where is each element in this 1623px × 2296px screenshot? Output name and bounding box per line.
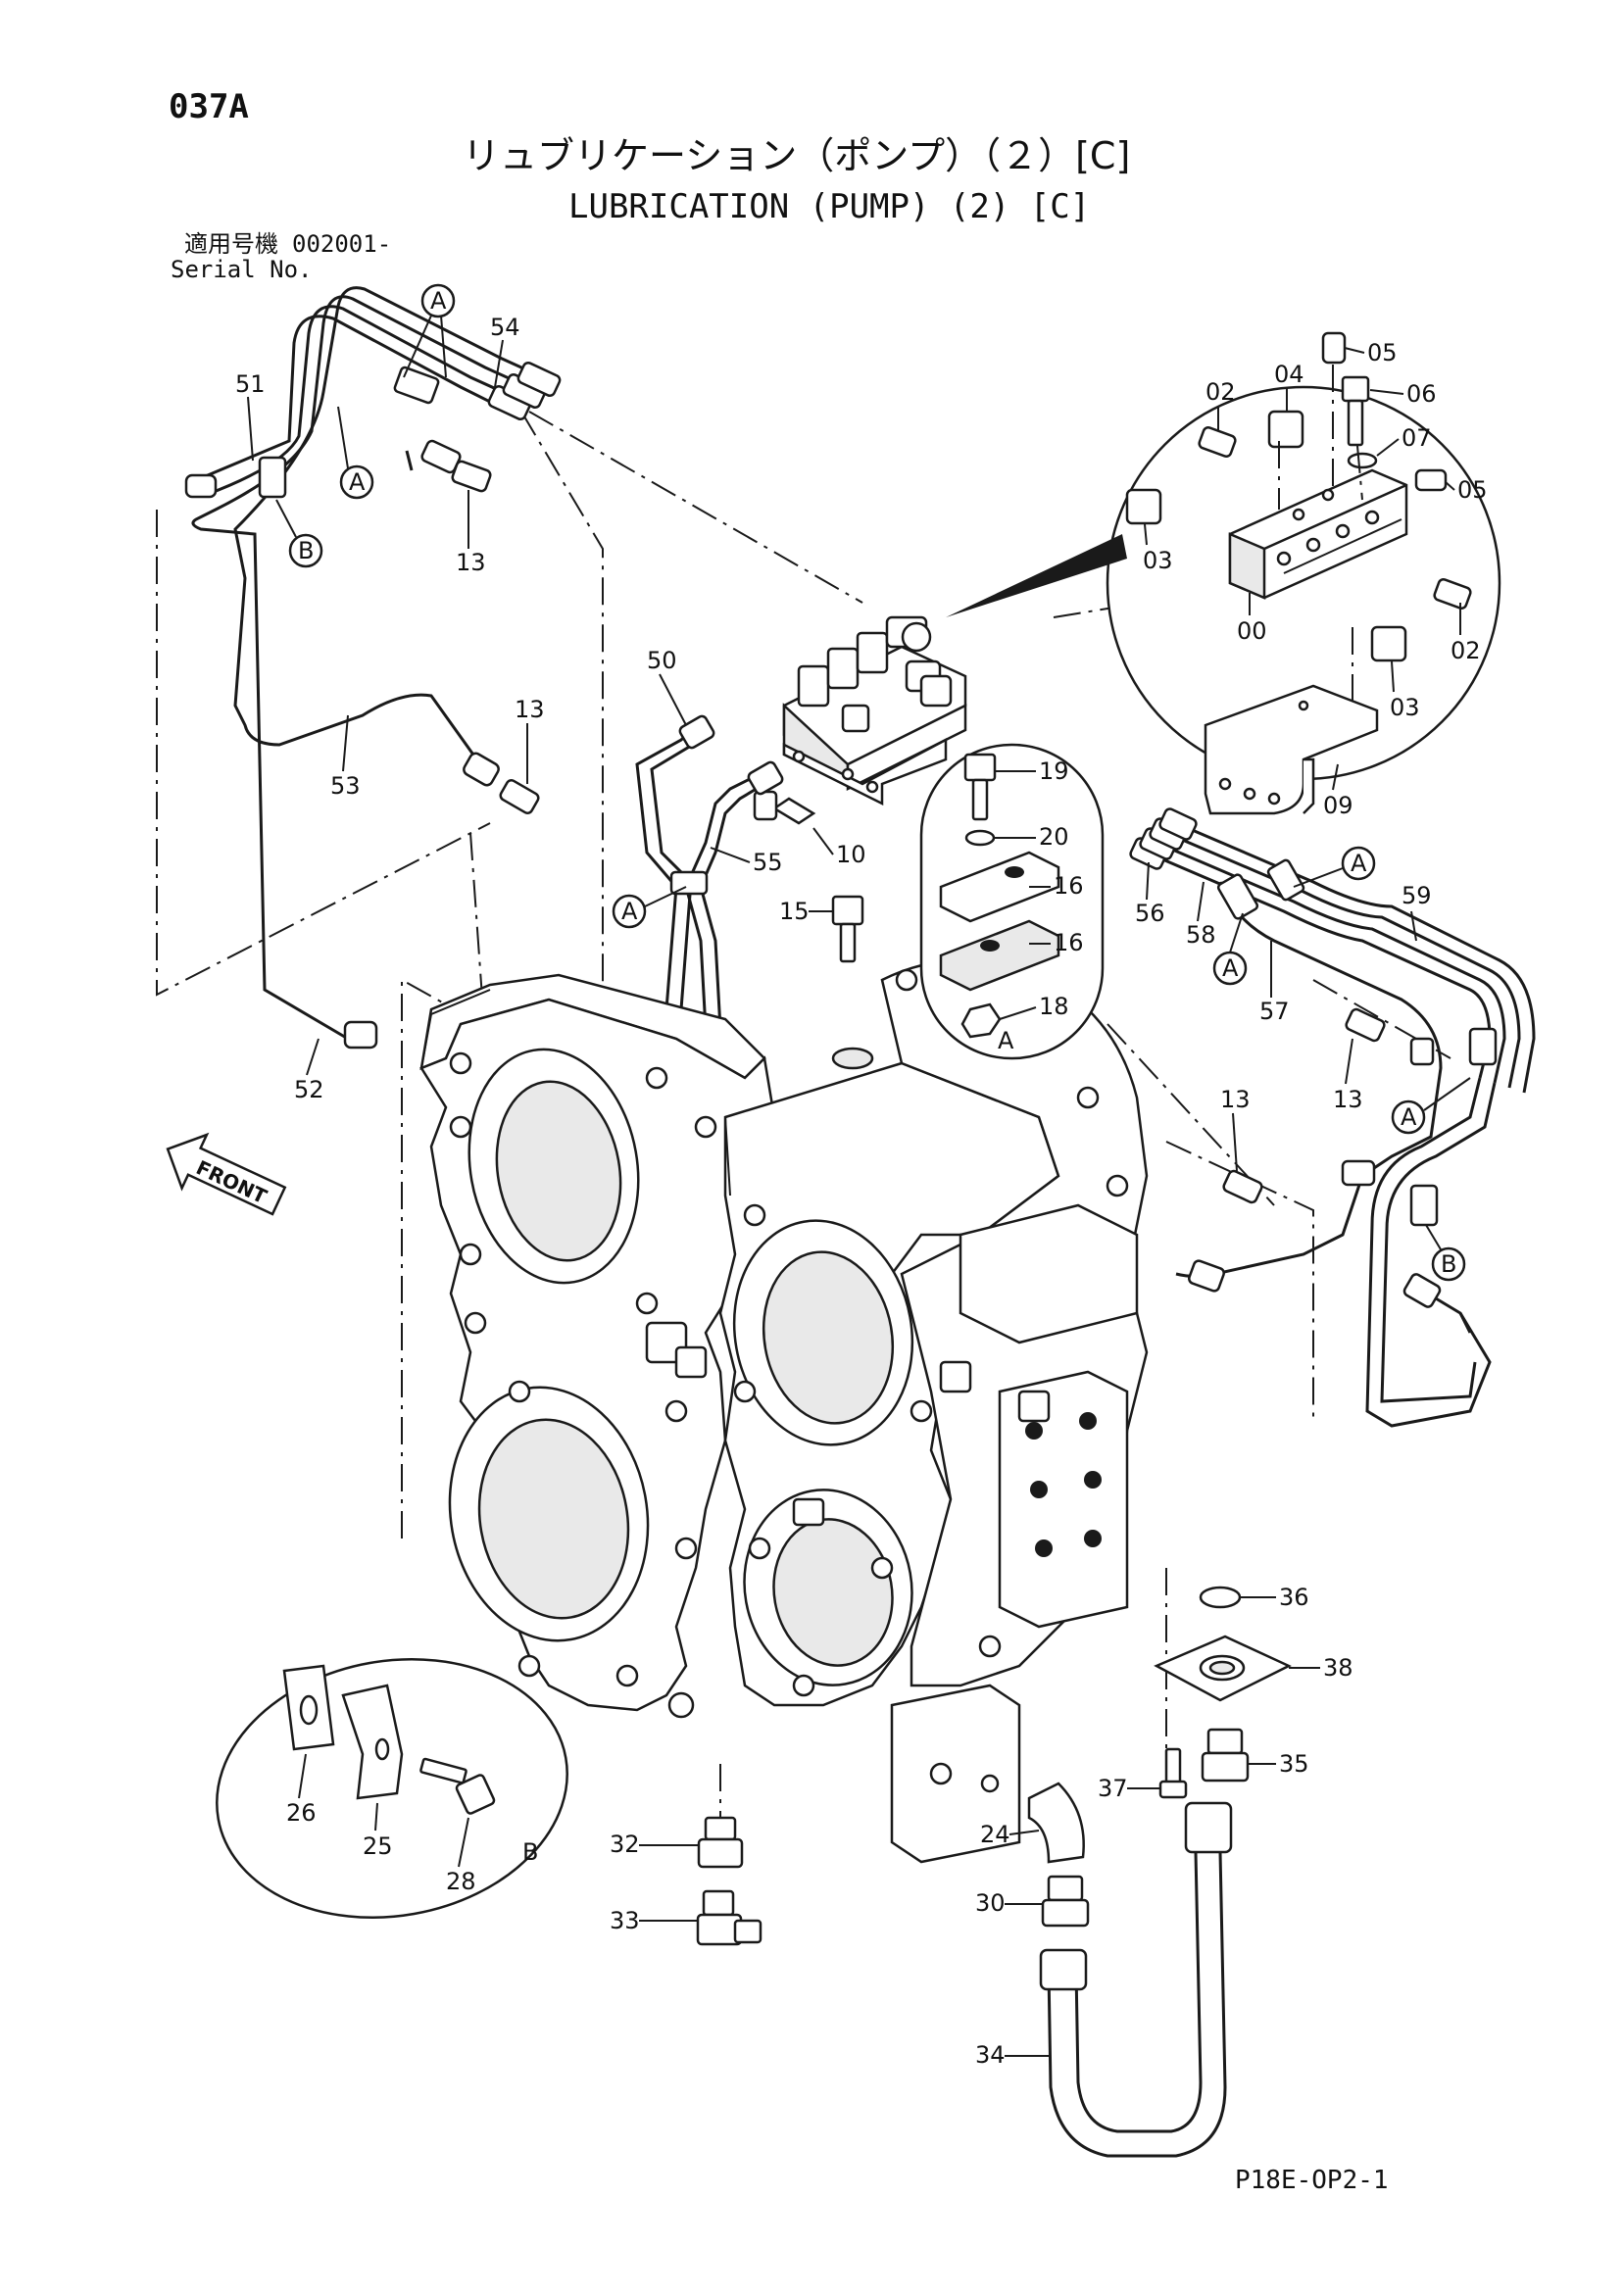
label-10: 10 (836, 841, 866, 868)
label-07: 07 (1402, 424, 1432, 452)
label-13c: 13 (1333, 1086, 1363, 1113)
label-00: 00 (1237, 617, 1267, 645)
svg-text:A: A (430, 287, 447, 315)
label-28: 28 (446, 1868, 476, 1895)
callout-b-2: B (1425, 1224, 1466, 1282)
label-57: 57 (1259, 998, 1290, 1025)
bolt-37 (1158, 1747, 1188, 1799)
label-51: 51 (235, 370, 266, 398)
svg-text:A: A (1401, 1103, 1417, 1131)
label-26: 26 (286, 1799, 317, 1827)
title-japanese: リュブリケーション（ポンプ）（２）[C] (463, 134, 1130, 177)
fitting-32 (697, 1816, 744, 1869)
part-number-labels: 54 51 13 53 13 52 50 55 10 15 19 20 16 1… (235, 314, 1488, 2069)
distributor-block-assembly (782, 615, 967, 806)
label-53: 53 (330, 772, 361, 800)
label-13a: 13 (456, 549, 486, 576)
callout-a-4: A (1293, 846, 1376, 888)
label-58: 58 (1186, 921, 1216, 949)
label-15: 15 (779, 898, 810, 925)
label-50: 50 (647, 647, 677, 674)
detail-b-title: B (522, 1838, 538, 1866)
label-24: 24 (980, 1821, 1010, 1848)
label-02b: 02 (1451, 637, 1481, 664)
fitting-13-right-lower (1222, 1169, 1263, 1204)
detail-a-title: A (998, 1027, 1014, 1054)
callout-a-6: A (1391, 1077, 1471, 1135)
label-52: 52 (294, 1076, 324, 1103)
svg-text:A: A (1222, 954, 1239, 982)
bolt-15 (831, 895, 864, 963)
tube-bundle-upper-left (184, 286, 562, 1050)
hose-34 (1039, 1801, 1233, 2158)
label-38: 38 (1323, 1654, 1353, 1682)
label-25: 25 (363, 1832, 393, 1860)
svg-text:A: A (1351, 850, 1367, 877)
label-16b: 16 (1054, 929, 1084, 956)
fitting-13-middle (499, 779, 540, 814)
svg-text:B: B (298, 537, 314, 564)
label-13b: 13 (515, 696, 545, 723)
label-03a: 03 (1143, 547, 1173, 574)
label-34: 34 (975, 2041, 1006, 2069)
label-56: 56 (1135, 900, 1165, 927)
o-ring-36 (1199, 1586, 1242, 1609)
distributor-detail-view (946, 331, 1501, 815)
callout-a-3: A (612, 886, 687, 929)
label-18: 18 (1039, 993, 1069, 1020)
label-03b: 03 (1390, 694, 1420, 721)
callout-a-5: A (1212, 912, 1248, 986)
label-32: 32 (610, 1831, 640, 1858)
label-13d: 13 (1220, 1086, 1251, 1113)
label-20: 20 (1039, 823, 1069, 851)
page-code: 037A (169, 87, 249, 126)
adapter-30 (1041, 1875, 1090, 1928)
svg-text:A: A (621, 898, 638, 925)
label-36: 36 (1279, 1584, 1309, 1611)
label-04: 04 (1274, 361, 1304, 388)
label-37: 37 (1098, 1775, 1128, 1802)
elbow-24 (1027, 1782, 1085, 1864)
label-06: 06 (1406, 380, 1437, 408)
tee-fitting-33 (696, 1889, 762, 1946)
bolt-10 (753, 790, 816, 825)
fitting-13-upper (451, 460, 492, 493)
title-english: LUBRICATION (PUMP) (2) [C] (568, 187, 1090, 226)
svg-text:A: A (349, 468, 366, 496)
clamp-detail-b (216, 1657, 568, 1920)
adapter-35 (1201, 1728, 1250, 1783)
front-direction-arrow: FRONT (166, 1132, 287, 1216)
callout-a-2: A (337, 406, 374, 500)
serial-label-en: Serial No. (171, 256, 313, 283)
serial-value: 002001- (292, 230, 391, 258)
label-16a: 16 (1054, 872, 1084, 900)
serial-label-jp: 適用号機 (184, 230, 278, 258)
callout-b-1: B (275, 499, 323, 568)
label-05a: 05 (1367, 339, 1398, 366)
label-05b: 05 (1457, 476, 1488, 504)
label-33: 33 (610, 1907, 640, 1934)
label-54: 54 (490, 314, 520, 341)
label-09: 09 (1323, 792, 1353, 819)
flange-38 (1154, 1635, 1292, 1702)
tube-bundle-right (1129, 807, 1536, 1428)
label-35: 35 (1279, 1750, 1309, 1778)
callout-a-1: A (403, 283, 456, 378)
label-30: 30 (975, 1889, 1006, 1917)
label-19: 19 (1039, 757, 1069, 785)
label-55: 55 (753, 849, 783, 876)
clamp-detail-a (919, 743, 1105, 1060)
label-59: 59 (1402, 882, 1432, 909)
svg-text:B: B (1441, 1250, 1456, 1278)
tee-fitting-case (645, 1321, 708, 1379)
drawing-code: P18E-OP2-1 (1235, 2166, 1389, 2195)
label-02a: 02 (1205, 378, 1236, 406)
fitting-13-right-upper (1345, 1007, 1386, 1043)
